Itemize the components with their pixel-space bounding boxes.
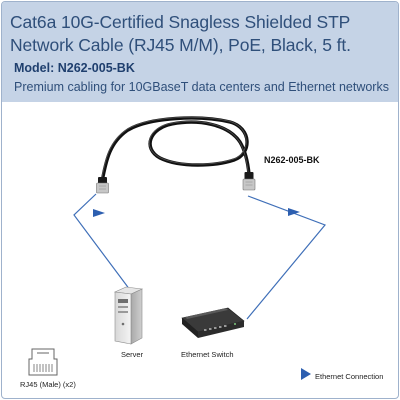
product-description: Premium cabling for 10GBaseT data center…: [14, 80, 389, 94]
connection-line-switch: [246, 195, 326, 320]
arrow-triangle-icon: [301, 368, 311, 380]
ethernet-switch-label: Ethernet Switch: [181, 350, 234, 359]
connection-line-server: [73, 193, 134, 295]
product-title-line-2: Network Cable (RJ45 M/M), PoE, Black, 5 …: [10, 35, 351, 55]
ethernet-cable-icon: [96, 116, 256, 194]
rj45-connector-label: RJ45 (Male) (x2): [20, 380, 76, 389]
connection-arrow-icon: [93, 209, 105, 217]
product-title-line-1: Cat6a 10G-Certified Snagless Shielded ST…: [10, 12, 351, 32]
cable-plug-left: [96, 177, 109, 194]
rj45-connector-icon: [28, 348, 58, 376]
server-label: Server: [121, 350, 144, 359]
model-number: Model: N262-005-BK: [14, 61, 135, 75]
cable-plug-right: [242, 172, 256, 191]
cable-part-number-label: N262-005-BK: [264, 155, 320, 165]
connection-arrow-icon: [288, 208, 300, 216]
ethernet-switch-icon: [181, 307, 245, 338]
legend-ethernet-connection-label: Ethernet Connection: [315, 372, 384, 381]
ethernet-connection-lines: [73, 193, 326, 320]
header-banner: Cat6a 10G-Certified Snagless Shielded ST…: [2, 2, 398, 102]
server-icon: [113, 286, 144, 345]
